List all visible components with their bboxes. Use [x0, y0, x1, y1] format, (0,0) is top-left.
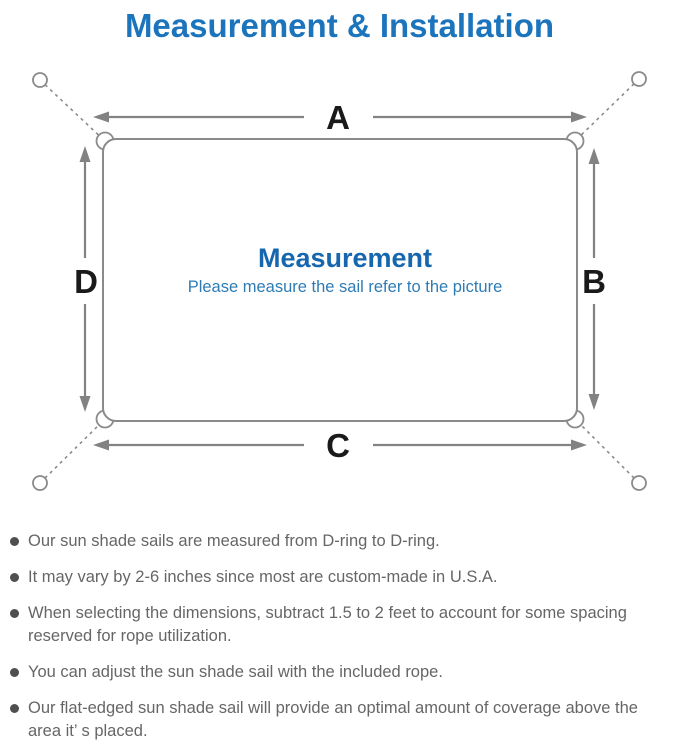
diagram-caption: Measurement Please measure the sail refe… — [188, 243, 503, 296]
measurement-diagram: A C D B Measurement Pl — [32, 71, 647, 491]
dim-label-b: B — [582, 263, 606, 300]
dim-label-a: A — [326, 99, 350, 136]
list-item: Our flat-edged sun shade sail will provi… — [10, 697, 673, 743]
rope-line-bottom-right — [573, 417, 640, 484]
dimension-arrow-c: C — [93, 427, 587, 464]
list-item: You can adjust the sun shade sail with t… — [10, 661, 673, 684]
page-title: Measurement & Installation — [124, 7, 555, 44]
arrow-head-right-icon — [571, 439, 587, 451]
anchor-point-icon — [32, 72, 48, 88]
note-text: It may vary by 2-6 inches since most are… — [28, 568, 498, 586]
note-text: Our sun shade sails are measured from D-… — [28, 532, 440, 550]
bullet-icon — [10, 609, 19, 618]
arrow-head-left-icon — [93, 111, 109, 123]
arrow-head-down-icon — [79, 396, 91, 412]
note-text: Our flat-edged sun shade sail will provi… — [28, 699, 638, 740]
bullet-icon — [10, 537, 19, 546]
dimension-arrow-a: A — [93, 99, 587, 136]
rope-line-top-right — [573, 78, 640, 143]
diagram-caption-title: Measurement — [258, 243, 432, 273]
dim-label-d: D — [74, 263, 98, 300]
anchor-point-icon — [631, 71, 647, 87]
dim-label-c: C — [326, 427, 350, 464]
arrow-head-up-icon — [588, 148, 600, 164]
note-text: You can adjust the sun shade sail with t… — [28, 663, 443, 681]
rope-line-bottom-left — [39, 417, 107, 484]
list-item: Our sun shade sails are measured from D-… — [10, 530, 673, 553]
arrow-head-right-icon — [571, 111, 587, 123]
diagram-caption-subtitle: Please measure the sail refer to the pic… — [188, 278, 503, 296]
list-item: It may vary by 2-6 inches since most are… — [10, 566, 673, 589]
anchor-point-icon — [32, 475, 48, 491]
rope-line-top-left — [39, 79, 107, 143]
dimension-arrow-b: B — [582, 148, 606, 410]
notes-list: Our sun shade sails are measured from D-… — [0, 515, 679, 743]
tie-rope-lines — [39, 78, 640, 484]
bullet-icon — [10, 668, 19, 677]
anchor-points — [32, 71, 647, 491]
dimension-arrow-d: D — [74, 146, 98, 412]
note-text: When selecting the dimensions, subtract … — [28, 604, 627, 645]
sail-outline — [102, 138, 578, 422]
arrow-head-up-icon — [79, 146, 91, 162]
list-item: When selecting the dimensions, subtract … — [10, 602, 673, 648]
bullet-icon — [10, 573, 19, 582]
bullet-icon — [10, 704, 19, 713]
arrow-head-left-icon — [93, 439, 109, 451]
arrow-head-down-icon — [588, 394, 600, 410]
anchor-point-icon — [631, 475, 647, 491]
